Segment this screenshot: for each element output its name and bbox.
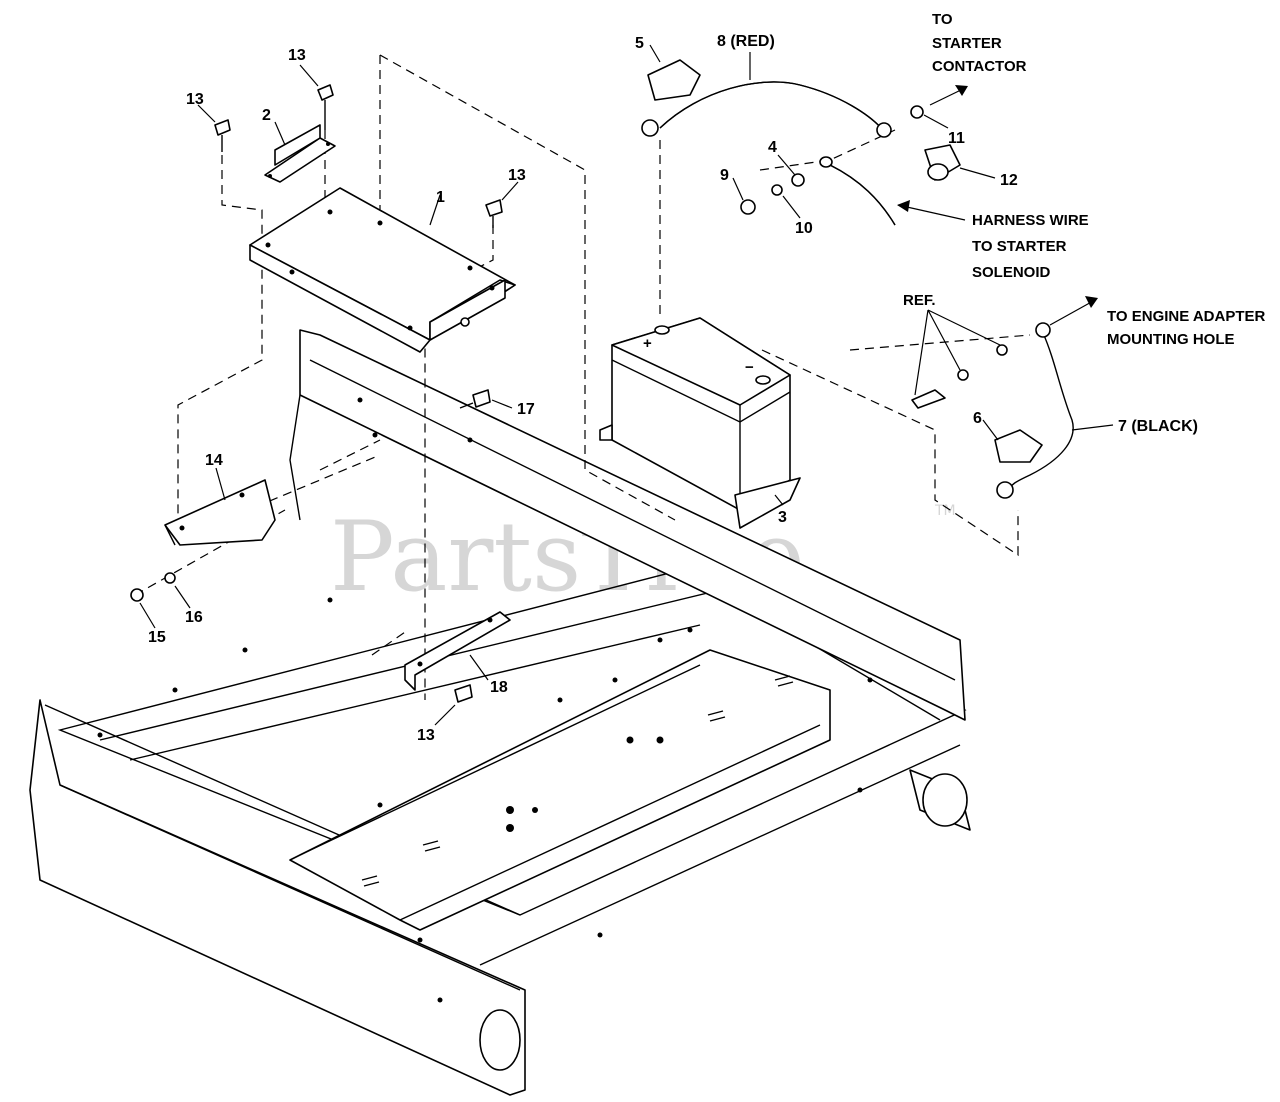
note-starter-line2: STARTER bbox=[932, 35, 1002, 52]
nut-11 bbox=[910, 105, 924, 119]
callout-14: 14 bbox=[205, 452, 223, 469]
note-engine-line2: MOUNTING HOLE bbox=[1107, 331, 1235, 348]
callout-9: 9 bbox=[720, 167, 729, 184]
callout-6: 6 bbox=[973, 410, 982, 427]
callout-10: 10 bbox=[795, 220, 813, 237]
callouts: 1 2 3 4 5 6 7 (BLACK) 8 (RED) 9 10 11 12… bbox=[148, 33, 1198, 744]
side-rail-edge bbox=[309, 359, 956, 681]
note-starter-line1: TO bbox=[932, 11, 953, 28]
frame bbox=[29, 329, 971, 1096]
bolt-13d bbox=[454, 684, 473, 703]
note-harness-line1: HARNESS WIRE bbox=[972, 212, 1089, 229]
center-channel-lower bbox=[399, 724, 821, 921]
note-engine-line1: TO ENGINE ADAPTER bbox=[1107, 308, 1266, 325]
side-rail-break bbox=[289, 394, 301, 521]
rear-member bbox=[479, 744, 961, 966]
leader-lines bbox=[139, 44, 1114, 726]
harness-wire bbox=[819, 156, 896, 226]
note-harness-line2: TO STARTER bbox=[972, 238, 1067, 255]
callout-13-left: 13 bbox=[186, 91, 204, 108]
note-ref: REF. bbox=[903, 292, 936, 309]
callout-16: 16 bbox=[185, 609, 203, 626]
lockwasher-10 bbox=[771, 184, 783, 196]
small-hardware bbox=[130, 84, 1008, 703]
center-channel bbox=[289, 649, 831, 931]
negative-post bbox=[755, 375, 771, 385]
bolt-17 bbox=[472, 389, 491, 408]
nut-9 bbox=[740, 199, 756, 215]
ref-washer bbox=[996, 344, 1008, 356]
washer-4 bbox=[791, 173, 805, 187]
callout-4: 4 bbox=[768, 139, 777, 156]
callout-5: 5 bbox=[635, 35, 644, 52]
tray-end bbox=[429, 279, 506, 341]
battery-minus: − bbox=[745, 359, 754, 376]
callout-7: 7 (BLACK) bbox=[1118, 418, 1198, 435]
callout-8: 8 (RED) bbox=[717, 33, 775, 50]
red-cable bbox=[641, 81, 892, 138]
red-boot bbox=[647, 59, 701, 101]
callout-1: 1 bbox=[436, 189, 445, 206]
bolt-13a bbox=[317, 84, 334, 101]
callout-13-top: 13 bbox=[288, 47, 306, 64]
rear-tube-bore bbox=[922, 773, 968, 827]
callout-13-bottom: 13 bbox=[417, 727, 435, 744]
positive-post bbox=[654, 325, 670, 335]
tray-hole-large bbox=[460, 317, 470, 327]
battery-base-clip bbox=[734, 477, 801, 529]
bracket-18 bbox=[404, 611, 511, 691]
hold-down-strap bbox=[264, 124, 336, 183]
battery-plus: + bbox=[643, 335, 652, 352]
black-cable bbox=[996, 322, 1074, 499]
bolt-13b bbox=[214, 119, 231, 136]
center-channel-edge bbox=[299, 664, 701, 856]
front-beam-bore bbox=[479, 1009, 521, 1071]
frame-holes bbox=[97, 397, 873, 1003]
note-starter-line3: CONTACTOR bbox=[932, 58, 1027, 75]
callout-2: 2 bbox=[262, 107, 271, 124]
front-beam-lower-edge bbox=[59, 784, 521, 991]
battery: + − bbox=[599, 317, 801, 529]
ref-lockwasher bbox=[957, 369, 969, 381]
deck-rail-mid bbox=[129, 624, 701, 761]
frame-slots bbox=[361, 675, 794, 887]
tray-front-lip bbox=[249, 244, 431, 353]
callout-11: 11 bbox=[948, 130, 965, 147]
bracket-14 bbox=[164, 479, 276, 546]
callout-13-tray: 13 bbox=[508, 167, 526, 184]
callout-15: 15 bbox=[148, 629, 166, 646]
notes: TO STARTER CONTACTOR HARNESS WIRE TO STA… bbox=[903, 11, 1266, 348]
battery-top bbox=[611, 317, 791, 406]
washer-16 bbox=[164, 572, 176, 584]
watermark-tm: TM bbox=[934, 503, 956, 519]
nut-15 bbox=[130, 588, 144, 602]
callout-12: 12 bbox=[1000, 172, 1018, 189]
note-harness-line3: SOLENOID bbox=[972, 264, 1051, 281]
bolt-13c bbox=[485, 199, 503, 217]
callout-18: 18 bbox=[490, 679, 508, 696]
battery-tray bbox=[249, 187, 516, 353]
callout-17: 17 bbox=[517, 401, 535, 418]
ref-bolt bbox=[911, 389, 946, 409]
black-boot bbox=[994, 429, 1043, 463]
callout-3: 3 bbox=[778, 509, 787, 526]
